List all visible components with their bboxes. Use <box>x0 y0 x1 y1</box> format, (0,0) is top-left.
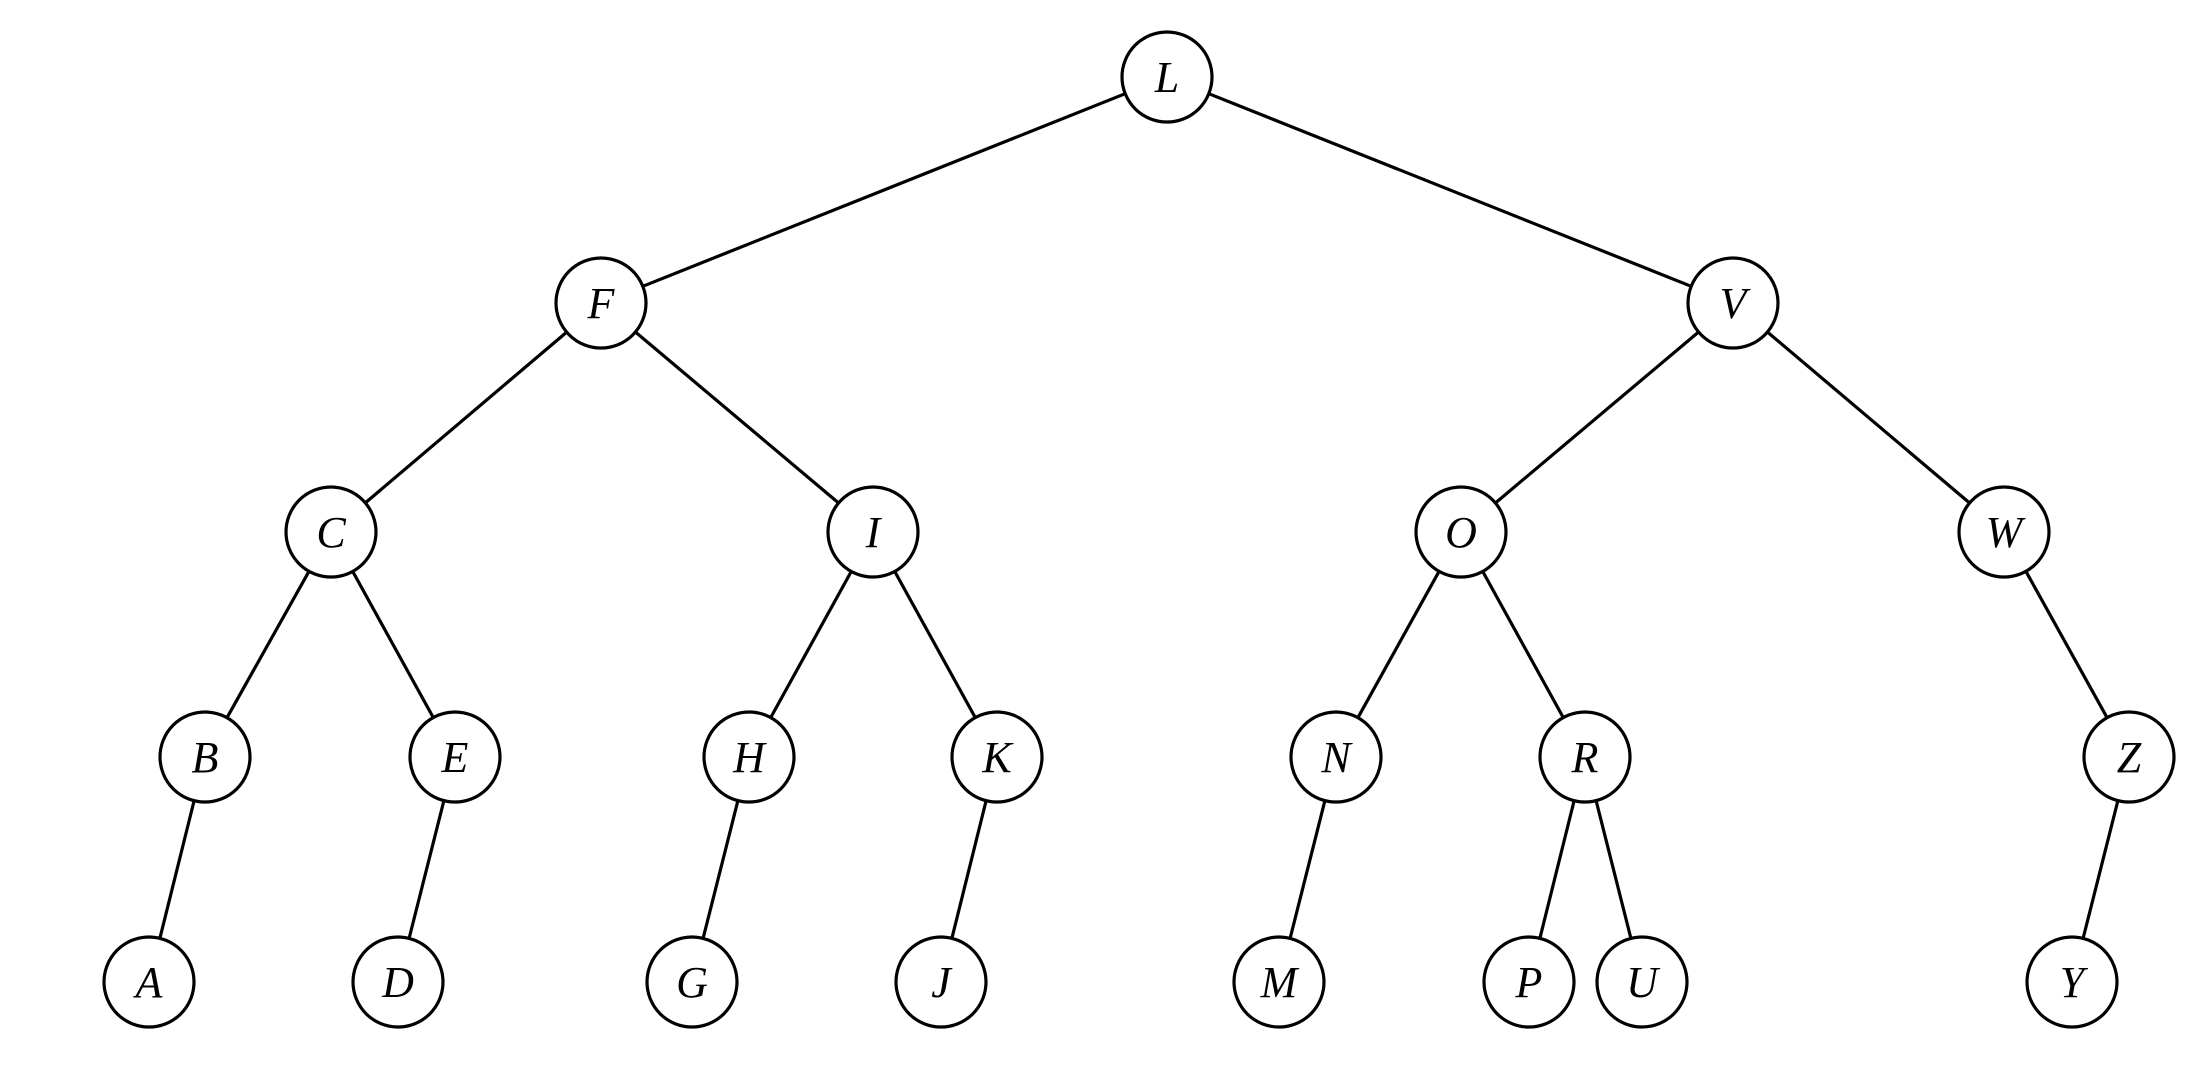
edge-E-D <box>407 798 446 941</box>
edge-V-W <box>1765 330 1972 505</box>
node-O: O <box>1414 485 1508 579</box>
node-label: U <box>1626 958 1661 1007</box>
node-circle <box>950 710 1044 804</box>
node-label: G <box>676 958 708 1007</box>
node-V: V <box>1686 256 1780 350</box>
node-H: H <box>702 710 796 804</box>
node-label: Y <box>2060 958 2089 1007</box>
node-label: F <box>587 279 616 328</box>
edge-O-R <box>1481 569 1565 720</box>
node-circle <box>1414 485 1508 579</box>
node-label: I <box>865 508 883 557</box>
node-N: N <box>1289 710 1383 804</box>
edge-I-K <box>893 569 977 720</box>
node-circle <box>894 935 988 1029</box>
node-label: O <box>1445 508 1477 557</box>
node-F: F <box>554 256 648 350</box>
edge-C-E <box>351 569 435 720</box>
node-label: A <box>133 958 164 1007</box>
node-circle <box>1232 935 1326 1029</box>
node-label: P <box>1515 958 1543 1007</box>
node-P: P <box>1482 935 1576 1029</box>
node-label: W <box>1986 508 2026 557</box>
node-B: B <box>158 710 252 804</box>
edge-H-G <box>701 798 740 941</box>
node-circle <box>408 710 502 804</box>
node-label: L <box>1154 53 1179 102</box>
edge-W-Z <box>2024 569 2109 720</box>
node-label: N <box>1320 733 1353 782</box>
edge-R-U <box>1594 798 1633 941</box>
node-J: J <box>894 935 988 1029</box>
node-label: V <box>1720 279 1752 328</box>
node-circle <box>1957 485 2051 579</box>
node-K: K <box>950 710 1044 804</box>
node-circle <box>284 485 378 579</box>
node-circle <box>2082 710 2176 804</box>
node-circle <box>351 935 445 1029</box>
node-A: A <box>102 935 196 1029</box>
node-label: B <box>192 733 219 782</box>
node-circle <box>102 935 196 1029</box>
edge-Z-Y <box>2081 798 2120 941</box>
edge-I-H <box>769 569 853 720</box>
node-circle <box>1686 256 1780 350</box>
node-circle <box>826 485 920 579</box>
node-label: R <box>1571 733 1599 782</box>
node-circle <box>1289 710 1383 804</box>
node-circle <box>702 710 796 804</box>
node-L: L <box>1120 30 1214 124</box>
node-label: E <box>441 733 469 782</box>
node-circle <box>554 256 648 350</box>
node-W: W <box>1957 485 2051 579</box>
node-label: Z <box>2117 733 2142 782</box>
node-label: C <box>316 508 346 557</box>
node-U: U <box>1595 935 1689 1029</box>
tree-edges <box>158 92 2120 941</box>
node-C: C <box>284 485 378 579</box>
node-label: M <box>1260 958 1300 1007</box>
edge-F-I <box>633 330 841 505</box>
edge-B-A <box>158 799 196 940</box>
edge-R-P <box>1538 799 1576 940</box>
edge-C-B <box>225 569 311 720</box>
node-D: D <box>351 935 445 1029</box>
node-Y: Y <box>2025 935 2119 1029</box>
edge-N-M <box>1288 798 1327 941</box>
node-G: G <box>645 935 739 1029</box>
node-label: H <box>732 733 767 782</box>
node-E: E <box>408 710 502 804</box>
node-circle <box>1538 710 1632 804</box>
node-circle <box>1595 935 1689 1029</box>
node-circle <box>645 935 739 1029</box>
node-label: D <box>381 958 414 1007</box>
node-I: I <box>826 485 920 579</box>
node-label: K <box>981 733 1014 782</box>
edge-L-F <box>641 92 1127 288</box>
edge-V-O <box>1493 330 1701 505</box>
edge-K-J <box>950 799 988 940</box>
node-circle <box>1482 935 1576 1029</box>
node-M: M <box>1232 935 1326 1029</box>
node-circle <box>1120 30 1214 124</box>
tree-nodes: L F V C I O W B E H K N R Z A D G J M P U Y <box>102 30 2176 1029</box>
node-circle <box>2025 935 2119 1029</box>
node-Z: Z <box>2082 710 2176 804</box>
node-R: R <box>1538 710 1632 804</box>
node-circle <box>158 710 252 804</box>
edge-O-N <box>1356 569 1441 720</box>
node-label: J <box>931 958 953 1007</box>
edge-L-V <box>1207 92 1693 288</box>
edge-F-C <box>363 330 569 505</box>
